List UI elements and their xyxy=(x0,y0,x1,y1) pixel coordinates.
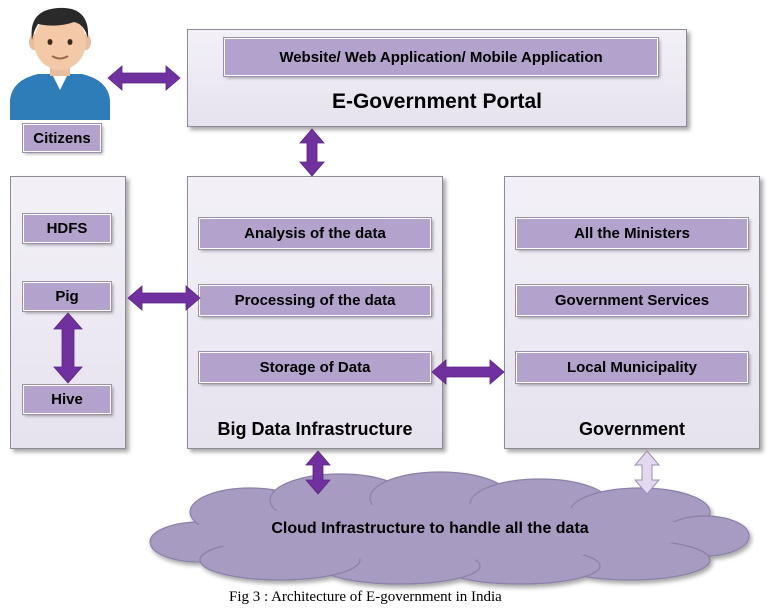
local-municipality-label: Local Municipality xyxy=(515,351,749,384)
portal-channels-label: Website/ Web Application/ Mobile Applica… xyxy=(223,37,659,77)
citizen-avatar-icon xyxy=(10,7,110,120)
citizens-label: Citizens xyxy=(22,123,102,153)
government-title: Government xyxy=(578,419,686,439)
portal-bigdata-arrow xyxy=(299,128,325,177)
processing-label: Processing of the data xyxy=(198,284,432,317)
hdfs-label: HDFS xyxy=(22,213,112,244)
government-cloud-arrow xyxy=(633,450,661,495)
cloud-label: Cloud Infrastructure to handle all the d… xyxy=(271,520,589,537)
pig-label: Pig xyxy=(22,281,112,312)
storage-label: Storage of Data xyxy=(198,351,432,384)
ministers-label: All the Ministers xyxy=(515,217,749,250)
government-services-label: Government Services xyxy=(515,284,749,317)
hive-label: Hive xyxy=(22,384,112,415)
big-data-title: Big Data Infrastructure xyxy=(217,419,413,439)
citizens-portal-arrow xyxy=(107,65,181,91)
bigdata-cloud-arrow xyxy=(305,450,331,495)
figure-caption: Fig 3 : Architecture of E-government in … xyxy=(229,589,502,605)
portal-title: E-Government Portal xyxy=(331,90,543,113)
analysis-label: Analysis of the data xyxy=(198,217,432,250)
